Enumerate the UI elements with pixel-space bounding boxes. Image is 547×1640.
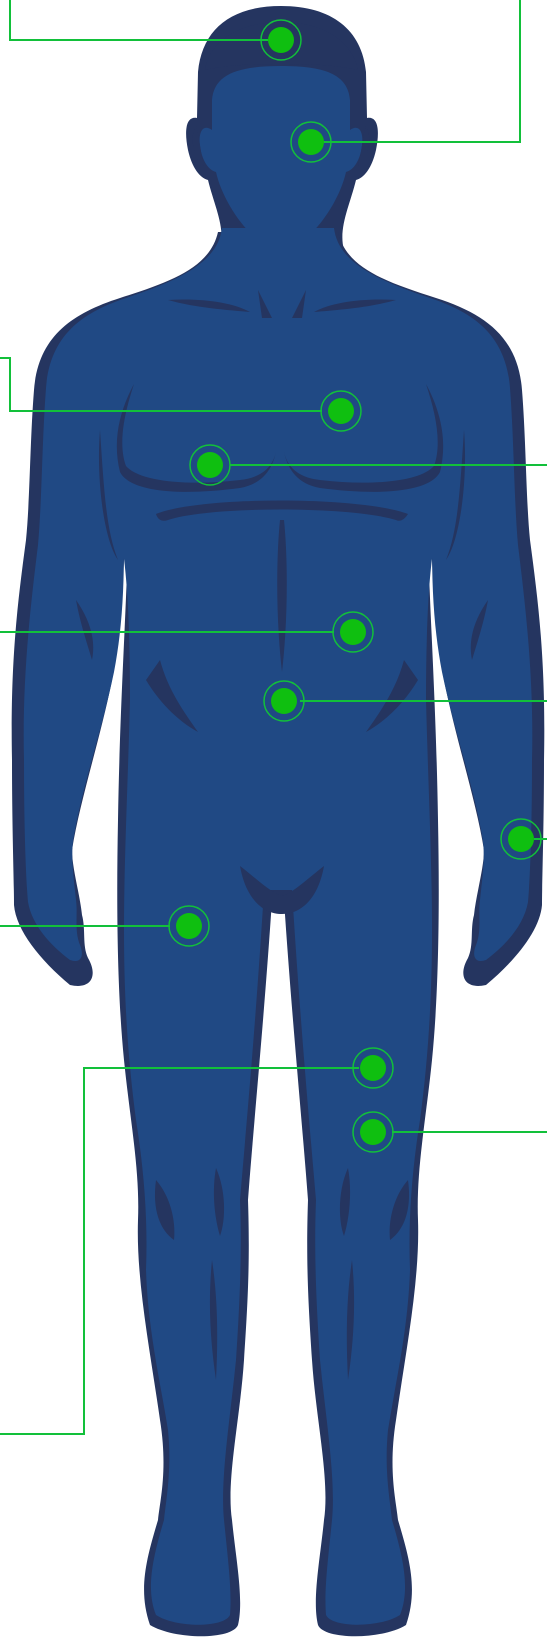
- marker-dot: [360, 1119, 386, 1145]
- body-silhouette-fill: [24, 66, 533, 1625]
- marker-dot: [197, 452, 223, 478]
- marker-dot: [360, 1055, 386, 1081]
- marker-dot: [508, 826, 534, 852]
- marker-dot: [328, 398, 354, 424]
- marker-dot: [298, 129, 324, 155]
- marker-dot: [340, 619, 366, 645]
- marker-dot: [176, 913, 202, 939]
- marker-dot: [271, 688, 297, 714]
- marker-dot: [268, 27, 294, 53]
